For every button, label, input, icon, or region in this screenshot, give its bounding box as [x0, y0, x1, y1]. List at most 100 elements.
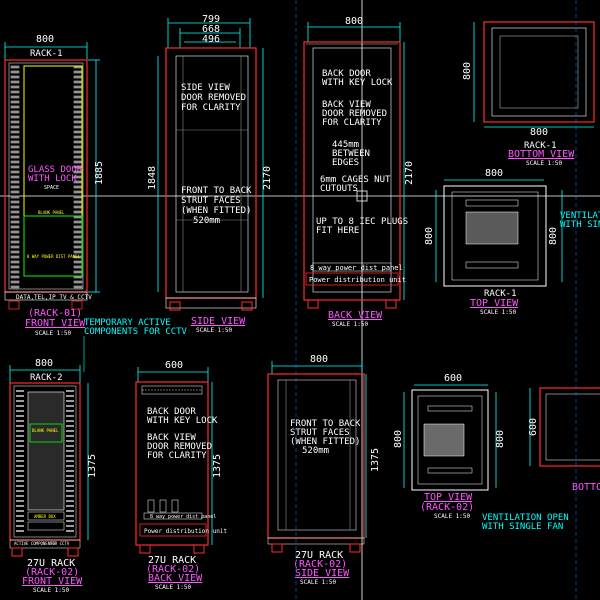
cctv-note: TEMPORARY ACTIVE [84, 318, 171, 328]
side-note-line: 520mm [302, 446, 329, 456]
rail-hole [73, 90, 83, 94]
rail-hole [10, 95, 20, 99]
rack2-top-view: 600 800 800 TOP VIEW (RACK-02) SCALE 1:5… [393, 373, 569, 532]
dimension-text: 1375 [87, 454, 98, 478]
back-note-line: EDGES [332, 158, 359, 168]
rail-hole [73, 80, 83, 84]
back-note-line: 6mm CAGES NUT [320, 175, 391, 185]
rail-hole [73, 185, 83, 189]
rail-hole [66, 390, 74, 392]
rail-hole [66, 450, 74, 452]
dimension-text: 1375 [370, 448, 381, 472]
dimension-text: 600 [528, 418, 539, 436]
rail-hole [73, 135, 83, 139]
scale-label: SCALE 1:50 [35, 330, 72, 337]
rail-hole [73, 200, 83, 204]
rail-hole [10, 245, 20, 249]
side-note-line: SIDE VIEW [181, 83, 230, 93]
scale-label: SCALE 1:50 [480, 309, 517, 316]
rack-name: (RACK-01) [28, 308, 82, 319]
back-note-line: BACK DOOR [322, 69, 371, 79]
rail-hole [66, 525, 74, 527]
rail-hole [66, 520, 74, 522]
view-title: BACK VIEW [328, 310, 383, 321]
scale-label: SCALE 1:50 [332, 321, 369, 328]
scale-label: SCALE 1:50 [434, 513, 471, 520]
rack-name: (RACK-02) [25, 567, 79, 578]
rack-name: RACK-1 [484, 289, 517, 299]
back-note-line: DOOR REMOVED [322, 109, 387, 119]
back-note-line: 445mm [332, 140, 359, 150]
rail-hole [16, 530, 24, 532]
rail-hole [16, 480, 24, 482]
rail-hole [73, 150, 83, 154]
back-note-line: BACK VIEW [147, 433, 196, 443]
rail-hole [66, 445, 74, 447]
rail-hole [16, 435, 24, 437]
space-label: SPACE [44, 185, 59, 191]
dimension-text: 600 [165, 360, 183, 371]
rack-name: 27U RACK [148, 555, 196, 566]
rail-hole [73, 245, 83, 249]
rack1-front-view: 800 RACK-1 GLASS DOOR WITH LOCK SPACE BL… [4, 34, 105, 337]
rail-hole [10, 70, 20, 74]
dimension-text: 1885 [94, 161, 105, 185]
rail-hole [10, 130, 20, 134]
rack1-side-view: 799 668 496 SIDE VIEW DOOR REMOVED FOR C… [147, 14, 273, 334]
rail-hole [10, 230, 20, 234]
rail-hole [66, 530, 74, 532]
side-note-line: (WHEN FITTED) [181, 206, 251, 216]
rail-hole [16, 425, 24, 427]
rail-hole [10, 85, 20, 89]
rail-hole [10, 225, 20, 229]
with-lock-label: WITH LOCK [28, 174, 77, 184]
rack-title: RACK-1 [30, 49, 63, 59]
rail-hole [16, 470, 24, 472]
dimension-text: 800 [548, 227, 559, 245]
rail-hole [66, 410, 74, 412]
dimension-text: 496 [202, 34, 220, 45]
rail-hole [10, 215, 20, 219]
rack1-back-view: 800 2170 BACK DOOR WITH KEY LOCK BACK VI… [303, 16, 415, 328]
side-note-line: DOOR REMOVED [181, 93, 246, 103]
rail-hole [66, 460, 74, 462]
bottom-label: ACTIVE COMPONENTS [14, 541, 56, 546]
rail-hole [73, 240, 83, 244]
panel-label: AMBER BOX [34, 514, 56, 519]
rail-hole [73, 115, 83, 119]
rail-hole [10, 190, 20, 194]
rail-hole [66, 490, 74, 492]
back-note-line: DOOR REMOVED [147, 442, 212, 452]
dimension-text: 1375 [212, 454, 223, 478]
rail-hole [73, 210, 83, 214]
rail-hole [73, 120, 83, 124]
rail-hole [73, 195, 83, 199]
rack-name: (RACK-02) [146, 564, 200, 575]
dimension-text: 600 [444, 373, 462, 384]
rail-hole [10, 90, 20, 94]
rail-hole [10, 185, 20, 189]
dimension-text: 2170 [404, 161, 415, 185]
power-unit-label: Power distribution unit [309, 276, 406, 284]
rail-hole [66, 505, 74, 507]
side-note-line: 520mm [193, 216, 220, 226]
back-note-line: CUTOUTS [320, 184, 358, 194]
rail-hole [66, 455, 74, 457]
rail-hole [10, 75, 20, 79]
rail-hole [10, 275, 20, 279]
rail-hole [16, 455, 24, 457]
dimension-text: 668 [202, 24, 220, 35]
dimension-text: 2170 [262, 166, 273, 190]
rail-hole [66, 465, 74, 467]
rail-hole [10, 145, 20, 149]
rail-hole [10, 280, 20, 284]
rail-hole [10, 240, 20, 244]
rail-hole [16, 505, 24, 507]
rail-hole [10, 200, 20, 204]
rail-hole [73, 190, 83, 194]
rail-hole [73, 280, 83, 284]
rail-hole [73, 160, 83, 164]
rail-hole [10, 155, 20, 159]
rail-hole [10, 180, 20, 184]
